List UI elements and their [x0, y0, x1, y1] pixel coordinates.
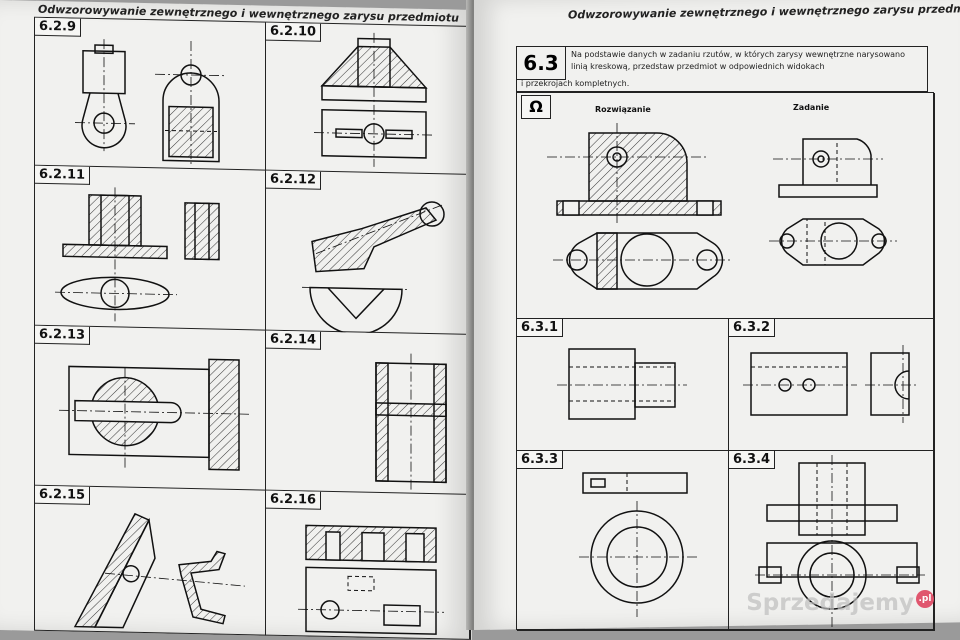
drawing-6-3-1 [557, 348, 687, 420]
drawing-6-3-3 [579, 472, 697, 617]
solution-label: Rozwiązanie [595, 105, 651, 114]
drawing-6-2-12 [302, 201, 445, 335]
exercise-cell-6-3-2: 6.3.2 [729, 319, 935, 451]
right-exercise-grid: Ω Rozwiązanie Zadanie 6.3.1 [516, 92, 935, 631]
exercise-label: 6.3.1 [517, 319, 564, 337]
right-page-header: Odwzorowywanie zewnętrznego i wewnętrzne… [568, 1, 960, 22]
drawing-6-2-11 [55, 187, 220, 322]
task-label: Zadanie [793, 103, 830, 112]
drawing-6-2-10 [314, 32, 434, 167]
drawing-6-2-16 [298, 524, 444, 635]
exercise-cell-6-2-12: 6.2.12 [266, 170, 471, 335]
drawing-6-2-15 [73, 512, 246, 629]
task-description-box: 6.3 Na podstawie danych w zadaniu rzutów… [516, 46, 928, 92]
omega-symbol: Ω [521, 95, 551, 119]
exercise-cell-6-2-10: 6.2.10 [266, 22, 471, 175]
exercise-cell-6-2-16: 6.2.16 [266, 490, 471, 640]
task-text: Na podstawie danych w zadaniu rzutów, w … [571, 50, 905, 71]
exercise-cell-6-3-4: 6.3.4 [729, 451, 935, 631]
watermark-text: Sprzedajemy [746, 590, 914, 616]
task-number: 6.3 [517, 47, 566, 80]
drawing-6-2-14 [375, 353, 447, 490]
exercise-cell-6-3-1: 6.3.1 [517, 319, 729, 451]
exercise-cell-6-2-9: 6.2.9 [35, 17, 266, 171]
example-cell: Ω Rozwiązanie Zadanie [517, 93, 935, 319]
example-drawings [547, 123, 897, 290]
drawing-6-3-2 [743, 345, 919, 423]
exercise-cell-6-2-15: 6.2.15 [35, 485, 266, 637]
left-page: Odwzorowywanie zewnętrznego i wewnętrzne… [0, 0, 472, 640]
watermark-badge: .pl [916, 590, 934, 608]
exercise-label: 6.3.3 [517, 451, 564, 469]
exercise-label: 6.3.2 [729, 319, 776, 337]
drawing-6-3-4 [755, 455, 925, 627]
exercise-cell-6-3-3: 6.3.3 [517, 451, 729, 631]
exercise-cell-6-2-14: 6.2.14 [266, 330, 471, 495]
watermark: Sprzedajemy.pl [746, 590, 934, 616]
drawing-6-2-13 [59, 358, 251, 471]
drawing-6-2-9 [75, 39, 227, 168]
exercise-cell-6-2-11: 6.2.11 [35, 165, 266, 331]
exercise-cell-6-2-13: 6.2.13 [35, 325, 266, 491]
exercise-label: 6.3.4 [729, 451, 776, 469]
left-exercise-grid: 6.2.9 6.2.10 [34, 16, 471, 640]
task-text-continued: i przekrojach kompletnych. [521, 79, 630, 88]
